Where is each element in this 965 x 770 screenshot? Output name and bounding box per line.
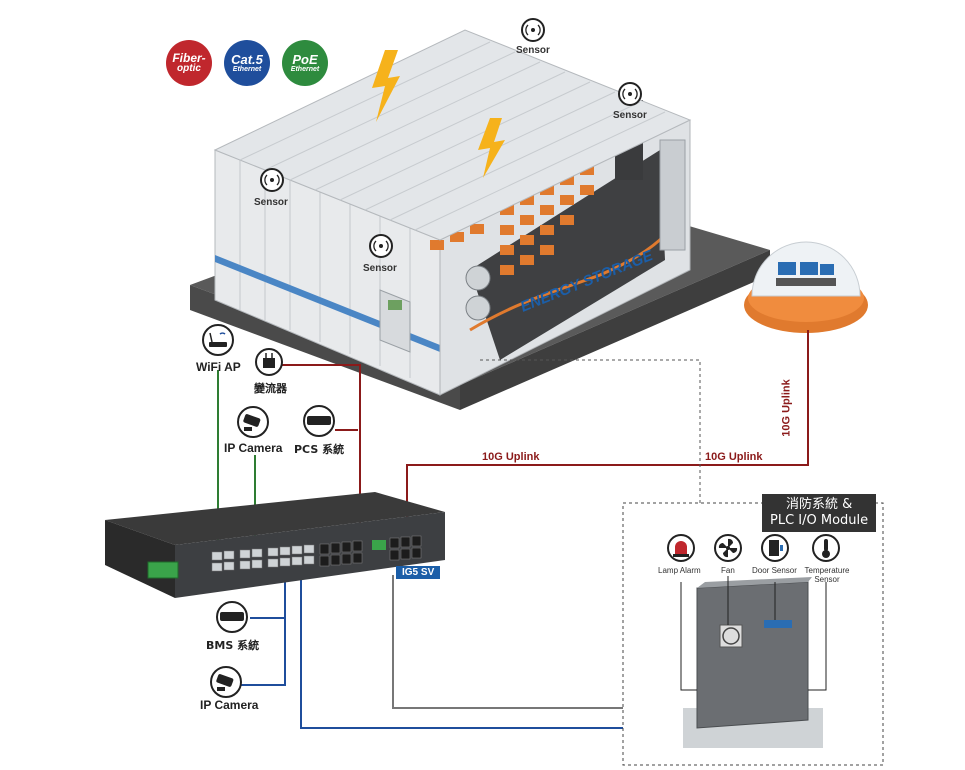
dashed-link-container [480,359,701,505]
fiber-link-inverter [277,364,361,540]
badge-cat5-ethernet: Cat.5 Ethernet [224,40,270,86]
control-room-desk [776,278,836,286]
inverter-icon [255,348,283,376]
ip-camera-bottom-label: IP Camera [200,698,259,712]
fan-icon [714,534,742,562]
container-base-right [460,250,770,410]
bms-icon [216,601,248,633]
door-sensor-icon [761,534,789,562]
sensor-icon [369,234,393,258]
badge-poe-line2: Ethernet [290,66,320,73]
pcs-icon [303,405,335,437]
plc-title-line1: 消防系統 & [785,497,853,512]
plc-item-leaders [680,576,827,691]
sensor-icon [260,168,284,192]
sensor-label-front: Sensor [363,263,397,274]
lamp-alarm-icon [667,534,695,562]
badge-fiber-line2: optic [177,63,201,74]
switch-model-tag: IG5 SV [396,566,441,579]
lightning-icon [372,50,400,122]
eth-link-ip-camera [240,575,286,686]
control-room-monitor [800,262,818,275]
badge-fiber-optic: Fiber- optic [166,40,212,86]
ip-camera-top-label: IP Camera [224,441,283,455]
plc-title: 消防系統 & PLC I/O Module [762,494,877,532]
plc-item-label: Fan [721,566,735,575]
sensor-label-right: Sensor [613,110,647,121]
uplink-label-mid: 10G Uplink [705,451,763,463]
plc-title-line2: PLC I/O Module [770,513,869,528]
gray-link-plc [392,575,623,709]
uplink-label-left: 10G Uplink [482,451,540,463]
container-interior [470,150,665,360]
lightning-icon [478,118,505,178]
sensor-icon [618,82,642,106]
sensor-label-left: Sensor [254,197,288,208]
ip-camera-icon [210,666,242,698]
control-room-monitor [778,262,796,275]
plc-item-label: Lamp Alarm [658,566,701,575]
wifi-ap-icon [202,324,234,356]
fan-1 [465,265,491,291]
control-room-monitor [820,264,834,275]
badge-cat5-line1: Cat.5 [231,52,263,67]
cutaway-edge [469,233,667,332]
badge-poe-line1: PoE [292,52,318,67]
wifi-ap-label: WiFi AP [196,360,241,374]
plc-item-label: Temperature Sensor [804,566,850,584]
sensor-label-top: Sensor [516,45,550,56]
badge-cat5-line2: Ethernet [232,66,262,73]
sfp-ports [319,535,422,567]
inverter-label: 變流器 [254,382,287,395]
industrial-switch [105,492,445,598]
bms-label: BMS 系統 [206,639,260,652]
fan-2 [465,295,491,321]
eth-link-plc [300,575,623,729]
front-door [379,289,411,353]
temperature-sensor-icon [812,534,840,562]
plc-box [622,502,884,766]
side-vent [659,139,686,251]
rj45-ports [211,544,315,572]
badge-fiber-line1: Fiber- [172,51,206,65]
plc-item-label: Door Sensor [752,566,797,575]
badge-poe-ethernet: PoE Ethernet [282,40,328,86]
ip-camera-icon [237,406,269,438]
pcs-label: PCS 系統 [294,443,345,456]
uplink-label-vertical: 10G Uplink [780,379,793,437]
door-panel [388,300,402,310]
plc-cabinet [683,577,823,748]
sensor-icon [521,18,545,42]
